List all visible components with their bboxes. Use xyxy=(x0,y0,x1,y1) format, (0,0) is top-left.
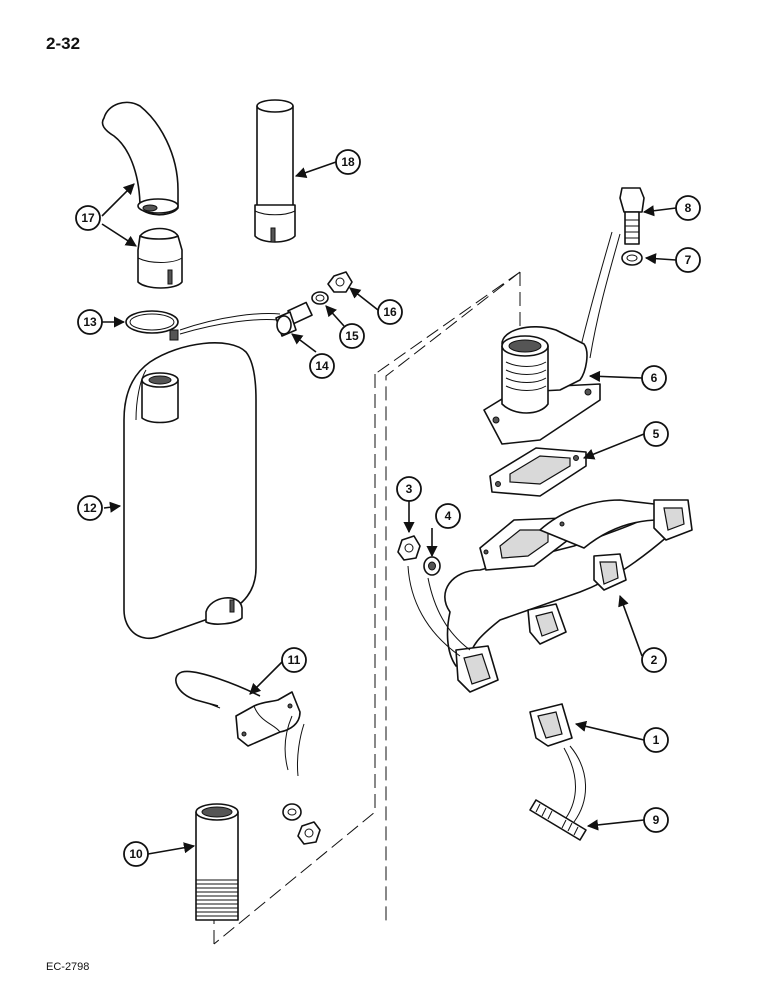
callout-12: 12 xyxy=(77,495,103,521)
manifold-nut xyxy=(397,535,421,561)
callout-label: 14 xyxy=(315,359,329,373)
leader-16 xyxy=(349,287,379,311)
clamp-nut xyxy=(327,271,353,293)
elbow-gasket xyxy=(489,447,587,497)
callout-13: 13 xyxy=(77,309,103,335)
callout-8: 8 xyxy=(675,195,701,221)
clamp xyxy=(125,310,179,341)
callout-label: 13 xyxy=(83,315,97,329)
callout-label: 17 xyxy=(81,211,95,225)
leader-11 xyxy=(249,661,283,695)
callout-9: 9 xyxy=(643,807,669,833)
leader-2 xyxy=(618,594,643,657)
callout-6: 6 xyxy=(641,365,667,391)
leader-15 xyxy=(325,305,345,327)
callout-11: 11 xyxy=(281,647,307,673)
saddle-lock-washer xyxy=(282,803,302,821)
leader-17b xyxy=(101,223,137,247)
clamp-bolt xyxy=(275,301,313,337)
callout-7: 7 xyxy=(675,247,701,273)
page-number: 2-32 xyxy=(46,34,81,53)
clamp-bolt-link xyxy=(179,313,281,335)
callout-3: 3 xyxy=(396,476,422,502)
callout-4: 4 xyxy=(435,503,461,529)
callout-label: 12 xyxy=(83,501,97,515)
callout-label: 11 xyxy=(288,653,301,667)
muffler xyxy=(123,342,257,639)
callout-label: 7 xyxy=(685,253,692,267)
callout-2: 2 xyxy=(641,647,667,673)
callout-16: 16 xyxy=(377,299,403,325)
callout-label: 8 xyxy=(685,201,692,215)
callout-label: 3 xyxy=(406,482,413,496)
callout-label: 18 xyxy=(341,155,355,169)
leader-7 xyxy=(644,253,677,265)
leader-5 xyxy=(582,433,645,460)
leader-12 xyxy=(103,501,122,513)
callout-15: 15 xyxy=(339,323,365,349)
manifold-gasket xyxy=(529,703,573,747)
gasket-stud-link xyxy=(563,745,586,823)
clamp-lock-washer xyxy=(311,291,329,305)
elbow-bolt-link xyxy=(579,231,621,359)
callout-14: 14 xyxy=(309,353,335,379)
callout-label: 15 xyxy=(345,329,359,343)
pipe xyxy=(195,803,239,921)
saddle-hardware-link xyxy=(284,715,305,777)
straight-stack xyxy=(254,99,296,243)
callout-label: 1 xyxy=(653,733,660,747)
leader-10 xyxy=(147,842,196,855)
exhaust-elbow xyxy=(483,326,601,445)
callout-1: 1 xyxy=(643,727,669,753)
callout-18: 18 xyxy=(335,149,361,175)
elbow-lock-washer xyxy=(621,250,643,266)
callout-label: 16 xyxy=(383,305,397,319)
curved-stack-lower xyxy=(137,227,183,289)
callout-label: 10 xyxy=(129,847,143,861)
manifold-washer xyxy=(423,556,441,576)
leader-14 xyxy=(291,333,317,353)
exhaust-manifold xyxy=(444,499,693,693)
figure-code: EC-2798 xyxy=(46,961,90,973)
u-bolt xyxy=(175,670,261,709)
callout-label: 2 xyxy=(651,653,658,667)
leader-17a xyxy=(101,183,135,217)
callout-label: 5 xyxy=(653,427,660,441)
saddle-nut xyxy=(297,821,321,845)
leader-9 xyxy=(586,819,645,831)
manifold-nut-link xyxy=(407,565,471,657)
curved-stack-upper xyxy=(101,101,179,216)
leader-1 xyxy=(574,720,645,741)
callout-label: 6 xyxy=(651,371,658,385)
callout-5: 5 xyxy=(643,421,669,447)
callout-label: 9 xyxy=(653,813,660,827)
elbow-bolt xyxy=(619,187,645,245)
u-bolt-saddle xyxy=(235,691,301,747)
callout-17: 17 xyxy=(75,205,101,231)
assembly-dashed-outline xyxy=(213,271,521,945)
leader-18 xyxy=(294,161,337,178)
leader-8 xyxy=(642,205,677,217)
manifold-stud xyxy=(529,799,587,841)
leader-6 xyxy=(588,370,643,382)
callout-label: 4 xyxy=(445,509,452,523)
callout-10: 10 xyxy=(123,841,149,867)
